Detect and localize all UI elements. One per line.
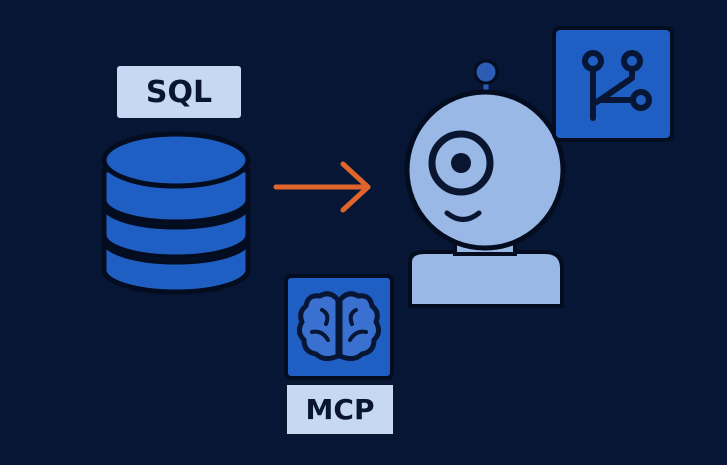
brain-icon — [284, 274, 394, 380]
robot-icon — [404, 59, 566, 308]
database-icon — [101, 131, 251, 295]
sql-label: SQL — [117, 66, 241, 118]
git-branch-icon — [552, 26, 674, 142]
mcp-label: MCP — [284, 382, 396, 437]
arrow-right-icon — [273, 161, 371, 213]
